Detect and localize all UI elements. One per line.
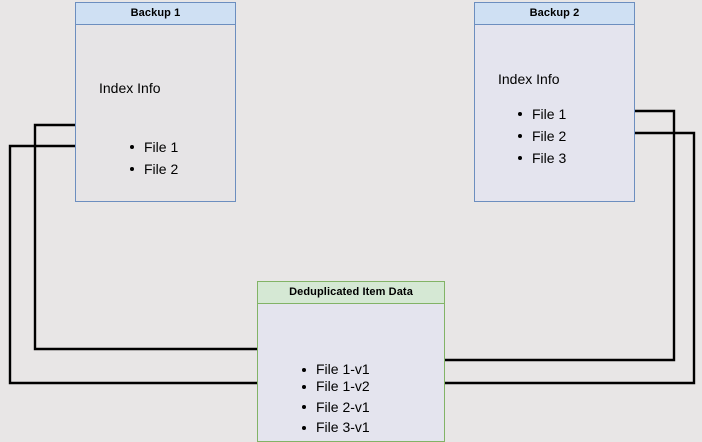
backup-2-title: Backup 2 [475, 3, 634, 25]
backup-2-file-label: File 2 [532, 128, 567, 144]
deduplicated-item-data-body: File 1-v1 File 1-v2 File 2-v1 File 3-v1 [258, 304, 444, 441]
backup-2-file-item[interactable]: File 2 [515, 125, 566, 147]
backup-1-file-label: File 1 [144, 139, 179, 155]
backup-1-body: Index Info File 1 File 2 [76, 25, 235, 201]
backup-2-index-label: Index Info [498, 71, 560, 87]
backup-1-file-item[interactable]: File 2 [127, 158, 178, 180]
deduplicated-item-label: File 2-v1 [316, 399, 370, 415]
deduplicated-item-label: File 1-v2 [316, 378, 370, 394]
deduplicated-item[interactable]: File 1-v2 [299, 378, 370, 395]
backup-2-file-item[interactable]: File 1 [515, 103, 566, 125]
backup-2-file-label: File 3 [532, 150, 567, 166]
backup-1-box[interactable]: Backup 1 Index Info File 1 File 2 [75, 2, 236, 202]
backup-1-file-item[interactable]: File 1 [127, 136, 178, 158]
deduplicated-item-list: File 1-v1 File 1-v2 File 2-v1 File 3-v1 [299, 361, 370, 436]
backup-1-title: Backup 1 [76, 3, 235, 25]
backup-2-file-list: File 1 File 2 File 3 [515, 103, 566, 169]
backup-1-index-label: Index Info [99, 80, 161, 96]
backup-2-file-item[interactable]: File 3 [515, 147, 566, 169]
backup-2-body: Index Info File 1 File 2 File 3 [475, 25, 634, 201]
deduplicated-item-label: File 3-v1 [316, 419, 370, 435]
deduplicated-item[interactable]: File 2-v1 [299, 395, 370, 419]
backup-2-box[interactable]: Backup 2 Index Info File 1 File 2 File 3 [474, 2, 635, 202]
backup-1-file-label: File 2 [144, 161, 179, 177]
deduplicated-item[interactable]: File 3-v1 [299, 419, 370, 436]
backup-1-file-list: File 1 File 2 [127, 136, 178, 180]
deduplicated-item-label: File 1-v1 [316, 361, 370, 377]
deduplicated-item[interactable]: File 1-v1 [299, 361, 370, 378]
deduplicated-item-data-title: Deduplicated Item Data [258, 282, 444, 304]
backup-2-file-label: File 1 [532, 106, 567, 122]
deduplicated-item-data-box[interactable]: Deduplicated Item Data File 1-v1 File 1-… [257, 281, 445, 442]
